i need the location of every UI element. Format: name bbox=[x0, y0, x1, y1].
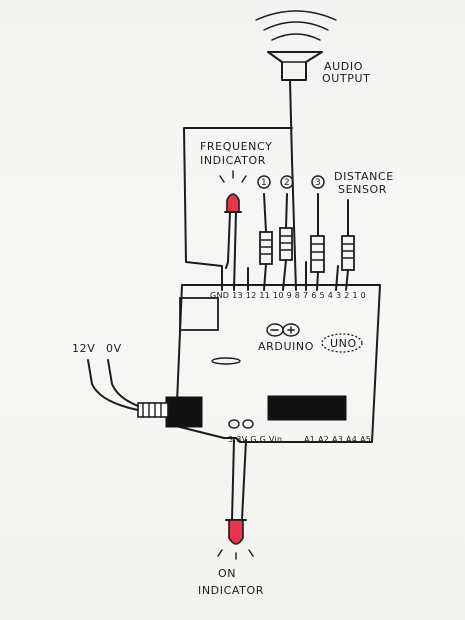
circled-number-1: 1 bbox=[257, 175, 271, 189]
on-led-wire-1 bbox=[231, 439, 235, 521]
uno-label: UNO bbox=[330, 337, 357, 350]
circled-number-2: 2 bbox=[280, 175, 294, 189]
on-led-icon bbox=[217, 519, 254, 560]
resistor-1 bbox=[259, 193, 273, 291]
circled-number-3: 3 bbox=[311, 175, 325, 189]
svg-text:1: 1 bbox=[261, 178, 267, 188]
bottom-analog-pin-labels: A1 A2 A3 A4 A5 bbox=[304, 435, 371, 444]
power-0v-label: 0V bbox=[106, 342, 122, 355]
on-led-wire-2 bbox=[241, 439, 247, 521]
pin3-wire bbox=[335, 265, 339, 291]
arduino-logo-icon bbox=[266, 323, 300, 337]
resistor-2 bbox=[279, 193, 293, 291]
speaker-icon bbox=[255, 10, 337, 81]
arduino-board bbox=[137, 284, 381, 443]
arduino-label: ARDUINO bbox=[258, 340, 314, 353]
distance-sensor-label-2: SENSOR bbox=[338, 183, 387, 196]
resistor-3 bbox=[310, 193, 325, 291]
power-0v-wire bbox=[107, 359, 139, 407]
audio-output-label-2: OUTPUT bbox=[322, 72, 370, 85]
audio-output-label-1: AUDIO bbox=[324, 60, 363, 73]
power-12v-label: 12V bbox=[72, 342, 95, 355]
on-indicator-label-1: ON bbox=[218, 567, 236, 580]
power-12v-wire bbox=[87, 359, 139, 411]
top-pin-labels: GND 13 12 11 10 9 8 7 6 5 4 3 2 1 0 bbox=[210, 291, 366, 300]
speaker-wire bbox=[289, 79, 297, 291]
distance-sensor-label-1: DISTANCE bbox=[334, 170, 394, 183]
frequency-led-icon bbox=[219, 170, 247, 291]
bottom-power-pin-labels: 3.3V G G Vin bbox=[228, 435, 282, 444]
resistor-4 bbox=[341, 199, 355, 291]
svg-text:2: 2 bbox=[284, 178, 290, 188]
frequency-indicator-label-1: FREQUENCY bbox=[200, 140, 272, 153]
frequency-indicator-label-2: INDICATOR bbox=[200, 154, 266, 167]
svg-text:3: 3 bbox=[315, 178, 321, 188]
gnd-loop-wire bbox=[183, 127, 293, 291]
on-indicator-label-2: INDICATOR bbox=[198, 584, 264, 597]
